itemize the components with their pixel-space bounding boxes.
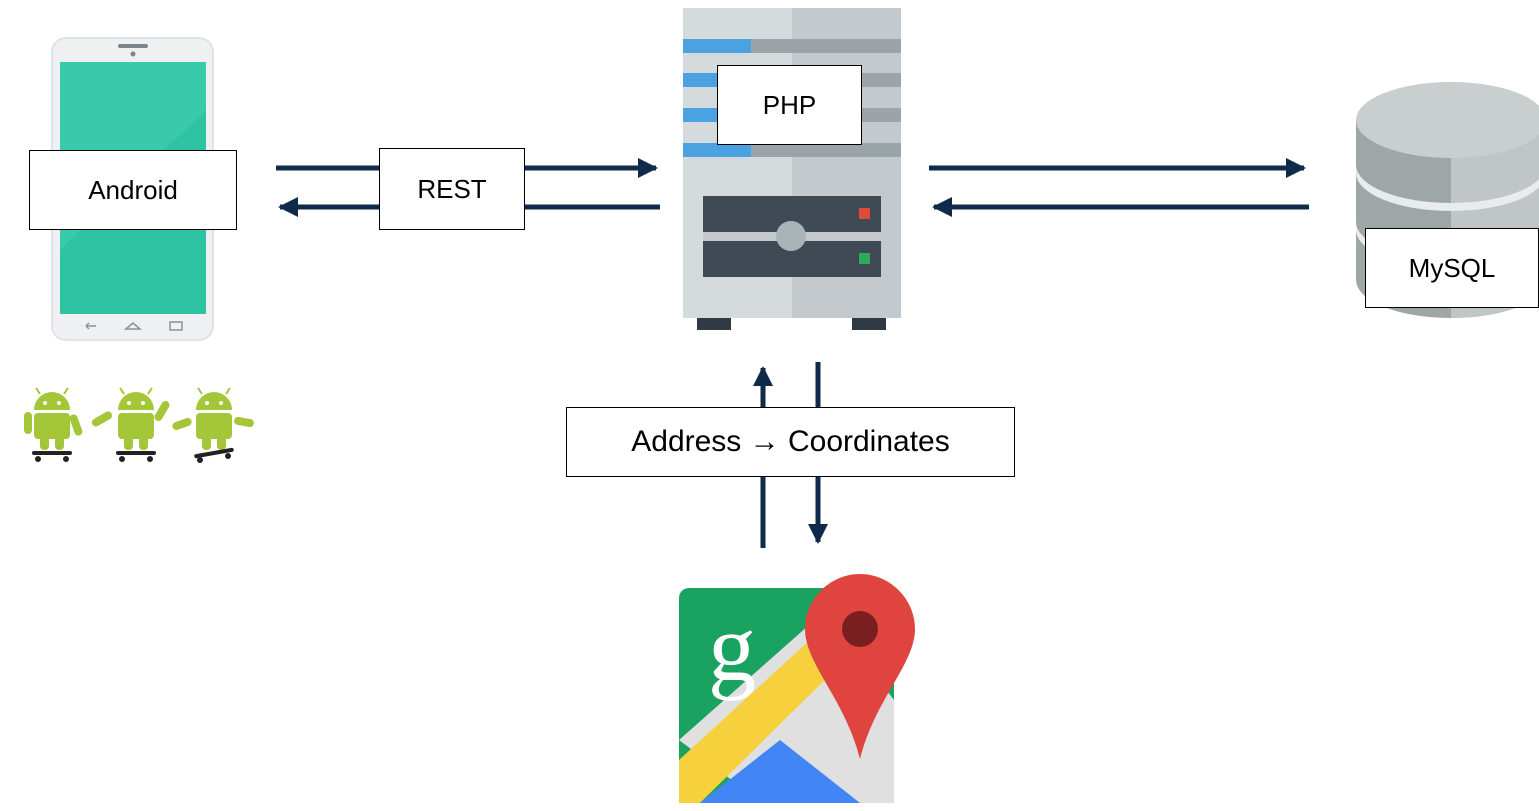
android-label: Android: [29, 150, 237, 230]
php-label: PHP: [717, 65, 862, 145]
server-icon: [683, 8, 901, 330]
mysql-label: MySQL: [1365, 228, 1539, 308]
rest-label: REST: [379, 148, 525, 230]
geocode-label: Address → Coordinates: [566, 407, 1015, 477]
svg-text:g: g: [708, 594, 756, 701]
google-maps-icon: g: [679, 574, 915, 803]
android-mascot-icon: [24, 387, 254, 463]
